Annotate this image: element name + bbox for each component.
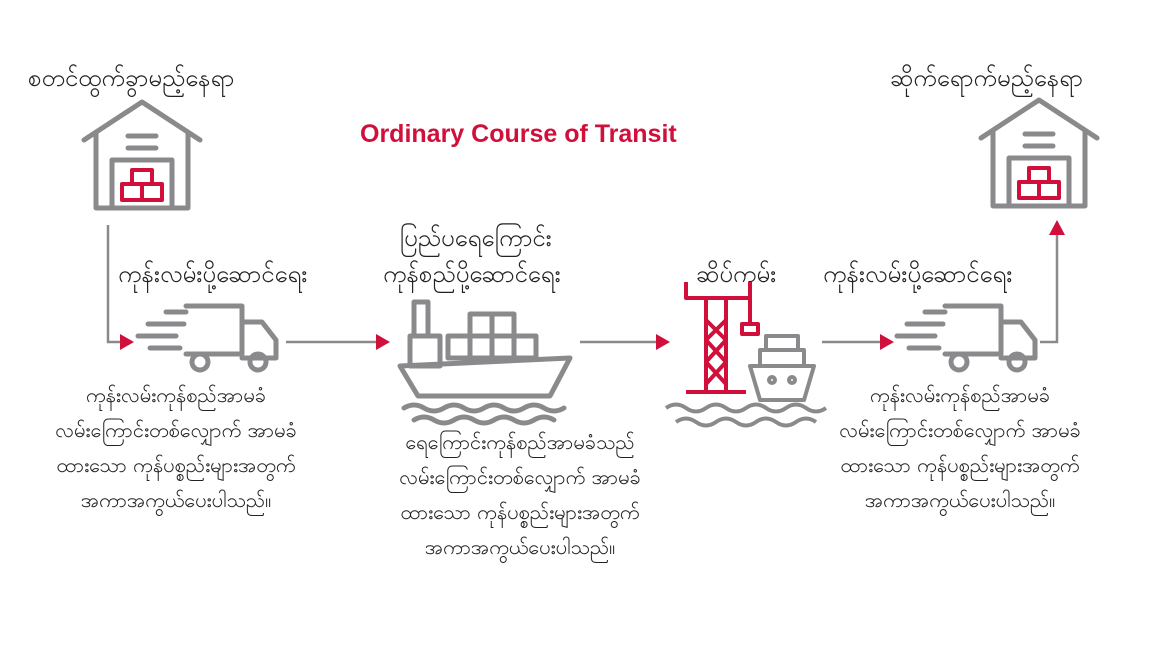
caption-line: လမ်းကြောင်းတစ်လျှောက် အာမခံ [399, 465, 641, 489]
truck-icon [135, 303, 279, 373]
caption-line: ထားသော ကုန်ပစ္စည်းများအတွက် [400, 500, 640, 524]
port-label: ဆိပ်ကမ်း [696, 260, 777, 288]
caption-line: လမ်းကြောင်းတစ်လျှောက် အာမခံ [839, 418, 1081, 442]
origin-label: စတင်ထွက်ခွာမည့်နေရာ [28, 64, 235, 92]
arrow-head-icon [120, 334, 134, 350]
arrow-head-icon [376, 334, 390, 350]
connector-truck-to-destination [1040, 235, 1059, 344]
cargo-ship-icon [397, 299, 573, 426]
destination-label: ဆိုက်ရောက်မည့်နေရာ [890, 64, 1083, 92]
port-crane-icon [664, 282, 828, 428]
caption-line: ထားသော ကုန်ပစ္စည်းများအတွက် [840, 453, 1080, 477]
sea-caption: ရေကြောင်းကုန်စည်အာမခံသည် လမ်းကြောင်းတစ်လ… [355, 425, 685, 565]
arrow-head-icon [1049, 220, 1065, 235]
connector-origin-to-truck [106, 225, 120, 344]
caption-line: အကာအကွယ်ပေးပါသည်။ [80, 488, 272, 512]
sea-transport-label-line1: ပြည်ပရေကြောင်း [400, 224, 552, 252]
road-caption-2: ကုန်းလမ်းကုန်စည်အာမခံ လမ်းကြောင်းတစ်လျှေ… [800, 378, 1120, 518]
caption-line: အကာအကွယ်ပေးပါသည်။ [424, 535, 616, 559]
caption-line: ကုန်းလမ်းကုန်စည်အာမခံ [869, 383, 1051, 407]
road-caption-1: ကုန်းလမ်းကုန်စည်အာမခံ လမ်းကြောင်းတစ်လျှေ… [16, 378, 336, 518]
caption-line: ရေကြောင်းကုန်စည်အာမခံသည် [405, 430, 635, 454]
arrow-head-icon [880, 334, 894, 350]
truck-icon [894, 303, 1038, 373]
road-transport-label-2: ကုန်းလမ်းပို့ဆောင်ရေး [823, 260, 1013, 288]
sea-transport-label-line2: ကုန်စည်ပို့ဆောင်ရေး [383, 260, 561, 288]
caption-line: ကုန်းလမ်းကုန်စည်အာမခံ [85, 383, 267, 407]
warehouse-icon [978, 97, 1100, 209]
arrow-head-icon [656, 334, 670, 350]
diagram-title: Ordinary Course of Transit [360, 120, 677, 148]
caption-line: လမ်းကြောင်းတစ်လျှောက် အာမခံ [55, 418, 297, 442]
caption-line: ထားသော ကုန်ပစ္စည်းများအတွက် [56, 453, 296, 477]
road-transport-label-1: ကုန်းလမ်းပို့ဆောင်ရေး [118, 260, 308, 288]
warehouse-icon [81, 99, 203, 211]
caption-line: အကာအကွယ်ပေးပါသည်။ [864, 488, 1056, 512]
